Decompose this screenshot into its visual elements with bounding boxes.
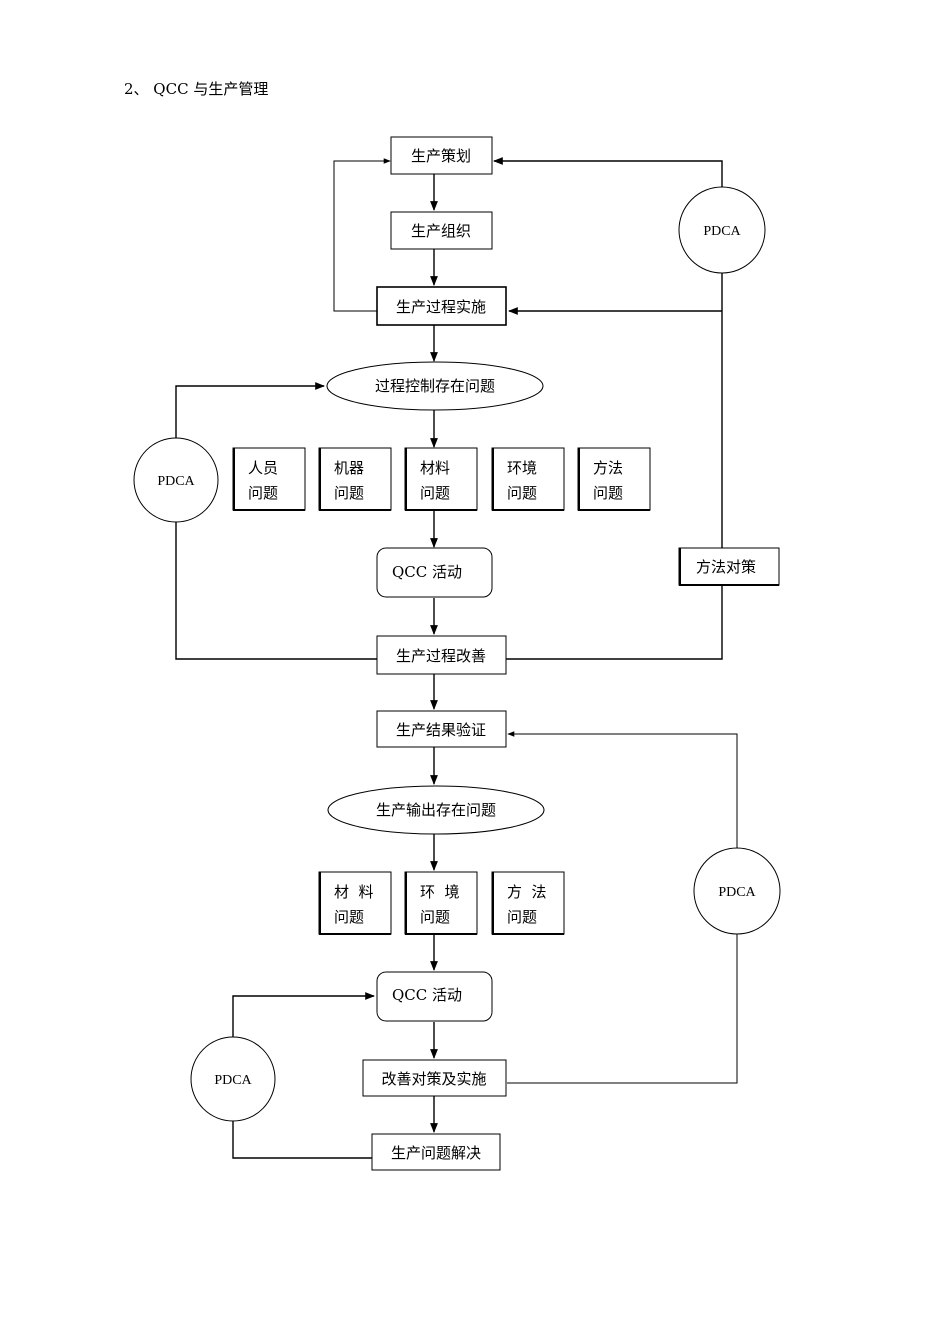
svg-text:问题: 问题 [334,908,364,926]
svg-text:生产过程实施: 生产过程实施 [396,298,486,316]
node-method-problem-2: 方 法 问题 [491,871,565,935]
svg-text:QCC 活动: QCC 活动 [392,563,462,581]
svg-text:材 料: 材 料 [334,883,374,901]
node-process-problem: 过程控制存在问题 [326,361,544,411]
pdca-circle-bottom-left: PDCA [190,1036,276,1122]
svg-text:方 法: 方 法 [507,883,547,901]
svg-text:QCC 活动: QCC 活动 [392,986,462,1004]
node-environment-problem: 环境 问题 [491,447,565,511]
svg-text:生产组织: 生产组织 [411,222,471,240]
node-machine-problem: 机器 问题 [318,447,392,511]
svg-text:问题: 问题 [420,484,450,502]
node-material-problem-2: 材 料 问题 [318,871,392,935]
svg-text:PDCA: PDCA [703,224,741,239]
svg-text:问题: 问题 [420,908,450,926]
connectors [175,157,738,1159]
node-plan: 生产策划 [390,136,493,175]
node-environment-problem-2: 环 境 问题 [404,871,478,935]
svg-text:材料: 材料 [420,459,450,477]
svg-text:PDCA: PDCA [214,1073,252,1088]
node-output-problem: 生产输出存在问题 [327,785,545,835]
svg-text:生产策划: 生产策划 [411,147,471,165]
svg-text:PDCA: PDCA [718,885,756,900]
node-method-countermeasure: 方法对策 [678,547,780,586]
svg-text:过程控制存在问题: 过程控制存在问题 [375,377,495,395]
svg-text:改善对策及实施: 改善对策及实施 [381,1070,486,1088]
svg-text:问题: 问题 [507,908,537,926]
svg-text:问题: 问题 [248,484,278,502]
svg-text:机器: 机器 [334,459,364,477]
node-method-problem: 方法 问题 [577,447,651,511]
pdca-circle-top-right: PDCA [678,186,766,274]
page-heading: 2、 QCC 与生产管理 [124,80,269,98]
svg-text:生产输出存在问题: 生产输出存在问题 [376,801,496,819]
pdca-circle-bottom-right: PDCA [693,847,781,935]
svg-text:问题: 问题 [507,484,537,502]
svg-text:方法对策: 方法对策 [696,558,756,576]
node-improve: 生产过程改善 [376,635,507,675]
node-verify: 生产结果验证 [376,710,507,748]
node-qcc-activity-2: QCC 活动 [376,971,493,1022]
svg-text:生产结果验证: 生产结果验证 [396,721,486,739]
node-implement: 生产过程实施 [376,286,507,326]
node-organize: 生产组织 [390,211,493,250]
svg-text:环 境: 环 境 [420,883,460,901]
svg-text:问题: 问题 [334,484,364,502]
svg-text:生产问题解决: 生产问题解决 [391,1144,481,1162]
node-solve: 生产问题解决 [371,1133,501,1171]
svg-text:PDCA: PDCA [157,474,195,489]
svg-text:生产过程改善: 生产过程改善 [396,647,486,665]
svg-text:环境: 环境 [507,459,537,477]
pdca-circle-middle-left: PDCA [133,437,219,523]
svg-text:人员: 人员 [248,459,278,477]
node-countermeasure: 改善对策及实施 [362,1059,507,1097]
node-material-problem: 材料 问题 [404,447,478,511]
svg-text:方法: 方法 [593,459,623,477]
svg-text:问题: 问题 [593,484,623,502]
node-qcc-activity-1: QCC 活动 [376,547,493,598]
node-people-problem: 人员 问题 [232,447,306,511]
